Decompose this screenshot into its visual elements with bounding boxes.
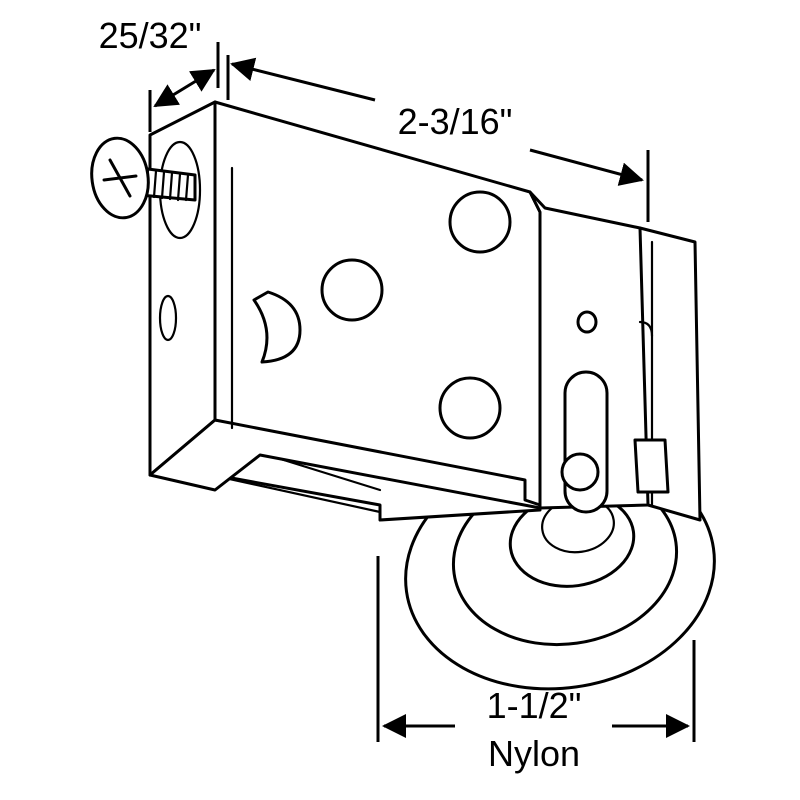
- mounting-hole-bottom: [438, 376, 502, 440]
- wheel-diameter-label: 1-1/2": [487, 685, 582, 726]
- mounting-hole-top: [448, 190, 512, 254]
- adjustment-screw: [90, 136, 197, 220]
- adjust-nut: [633, 438, 670, 494]
- housing-front-plate: [213, 100, 542, 507]
- crescent-slot: [252, 290, 302, 364]
- mounting-hole-middle: [320, 258, 384, 322]
- housing-side-face: [148, 100, 217, 477]
- dimension-wheel: 1-1/2" Nylon: [376, 556, 696, 774]
- axle-pin: [560, 452, 600, 492]
- side-hole: [158, 294, 178, 342]
- dimension-depth: 25/32": [99, 15, 220, 132]
- wheel-material-label: Nylon: [488, 733, 580, 774]
- dimension-length: 2-3/16": [226, 55, 650, 222]
- rivet: [576, 310, 598, 334]
- adjustment-bracket: [528, 190, 702, 522]
- adjust-slot: [563, 370, 609, 514]
- depth-label: 25/32": [99, 15, 202, 56]
- length-label: 2-3/16": [398, 101, 513, 142]
